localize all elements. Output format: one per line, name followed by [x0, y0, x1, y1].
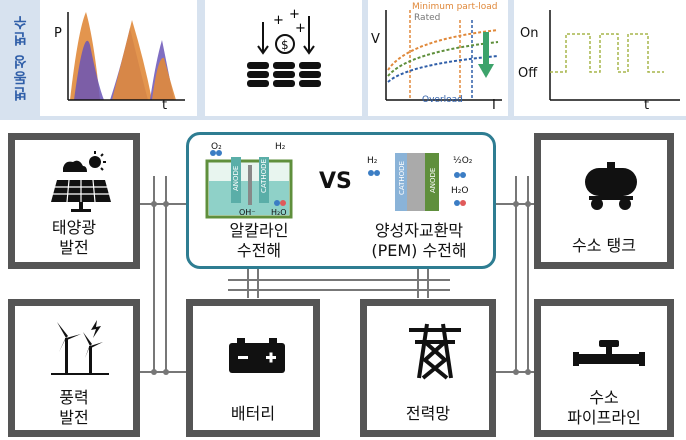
pem-h2o-label: H₂O: [451, 186, 468, 196]
alkaline-h2o-label: H₂O: [271, 208, 287, 217]
power-output-plot: [67, 12, 185, 101]
min-part-load-label: Minimum part-load: [412, 2, 498, 12]
iv-y-label: V: [371, 32, 380, 47]
iv-x-label: I: [492, 98, 496, 113]
grid-label: 전력망: [405, 404, 451, 423]
svg-text:+: +: [289, 7, 300, 22]
pipeline-icon: [573, 340, 645, 366]
overload-label: Overload: [422, 95, 463, 105]
alkaline-anode-label: ANODE: [232, 166, 240, 191]
iv-curve-chart: V I Minimum part-load Rated Overload: [368, 0, 508, 116]
svg-text:$: $: [281, 38, 289, 52]
pipeline-label-2: 파이프라인: [567, 408, 641, 427]
hydrogen-pipeline-box: 수소 파이프라인: [534, 299, 674, 437]
alkaline-oh-label: OH⁻: [239, 208, 256, 217]
hydrogen-tank-box: 수소 탱크: [534, 133, 674, 269]
battery-box: 배터리: [186, 299, 320, 437]
wind-power-box: 풍력 발전: [8, 299, 140, 437]
transmission-tower-icon: [409, 323, 461, 380]
versus-label: VS: [319, 169, 352, 194]
power-grid-box: 전력망: [360, 299, 496, 437]
pipeline-label-1: 수소: [589, 388, 619, 407]
pem-h2-label: H₂: [367, 156, 378, 166]
y-axis-label: P: [54, 26, 62, 41]
solar-power-box: 태양광 발전: [8, 133, 140, 269]
wind-label-2: 발전: [59, 408, 89, 427]
alkaline-cell-icon: ANODE CATHODE O₂ H₂ OH⁻ H₂O: [205, 142, 293, 219]
tank-label: 수소 탱크: [572, 236, 636, 255]
solar-label-1: 태양광: [51, 218, 97, 237]
off-label: Off: [518, 66, 538, 81]
iv-curve-plot: [385, 10, 502, 101]
pem-label-1: 양성자교환막: [374, 221, 464, 240]
on-off-plot: [549, 10, 680, 101]
on-label: On: [520, 26, 539, 41]
pem-label-2: (PEM) 수전해: [371, 241, 467, 260]
alkaline-cathode-label: CATHODE: [260, 159, 268, 193]
pem-half-o2-label: ½O₂: [453, 156, 473, 166]
on-off-chart: On Off t: [514, 0, 686, 116]
alkaline-o2-label: O₂: [211, 142, 222, 152]
solar-output-curves: [70, 12, 176, 100]
pem-cell-icon: H₂ CATHODE ANODE ½O₂ H₂O: [367, 153, 473, 211]
tank-truck-icon: [585, 162, 637, 210]
electrolysis-comparison-box: ANODE CATHODE O₂ H₂ OH⁻ H₂O 알칼라인 수전해 VS …: [186, 132, 496, 269]
battery-label: 배터리: [230, 404, 276, 423]
svg-text:+: +: [295, 21, 306, 36]
pem-anode-label: ANODE: [429, 168, 437, 193]
wind-turbine-icon: [51, 320, 109, 375]
cost-icon: $ + + +: [247, 7, 321, 87]
rated-label: Rated: [414, 13, 441, 23]
battery-icon: [229, 338, 285, 373]
x-axis-label: t: [162, 98, 168, 113]
alkaline-label-1: 알칼라인: [229, 221, 289, 240]
solar-label-2: 발전: [59, 238, 89, 257]
svg-text:+: +: [273, 13, 284, 28]
wind-label-1: 풍력: [59, 388, 89, 407]
power-output-chart: P t: [40, 0, 197, 116]
alkaline-label-2: 수전해: [236, 241, 282, 260]
pem-cathode-label: CATHODE: [398, 161, 406, 195]
alkaline-h2-label: H₂: [275, 142, 286, 152]
solar-panel-icon: [51, 151, 111, 212]
on-off-x-label: t: [644, 98, 650, 113]
cost-panel: $ + + +: [205, 0, 362, 116]
